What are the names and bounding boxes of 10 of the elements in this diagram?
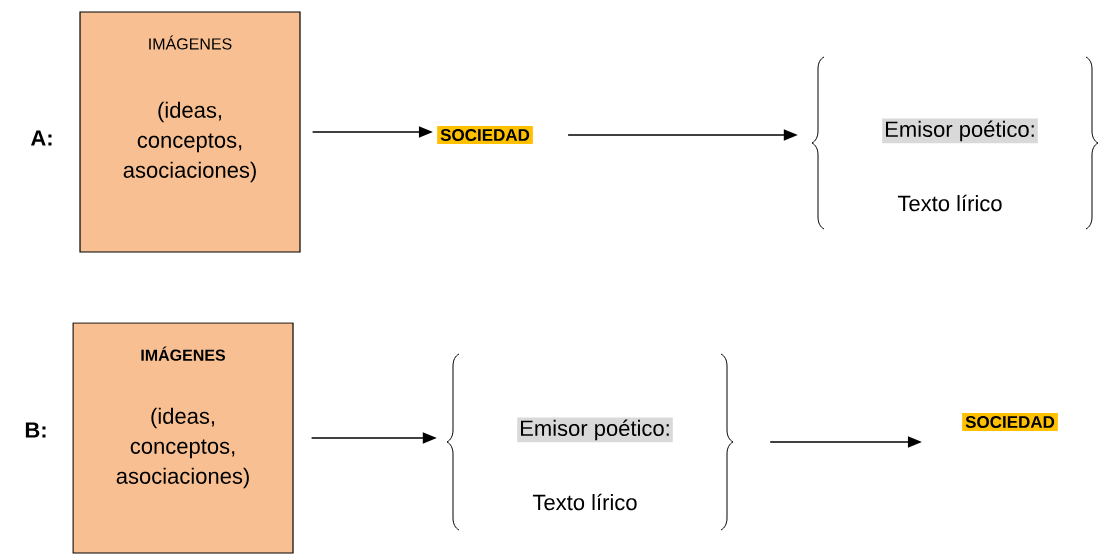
brace-group: Emisor poético: Texto lírico	[811, 56, 1099, 230]
node-label: Texto lírico	[532, 493, 637, 511]
highlighted-word: SOCIEDAD	[437, 125, 533, 144]
highlighted-word: SOCIEDAD	[962, 412, 1058, 431]
concept-box: IMÁGENES (ideas, conceptos, asociaciones)	[79, 11, 301, 253]
row-label: A:	[30, 130, 52, 146]
brace-group: Emisor poético: Texto lírico	[446, 353, 734, 531]
row-label: B:	[25, 422, 46, 438]
concept-box: IMÁGENES (ideas, conceptos, asociaciones)	[72, 322, 294, 554]
node-label: Texto lírico	[897, 194, 1002, 212]
